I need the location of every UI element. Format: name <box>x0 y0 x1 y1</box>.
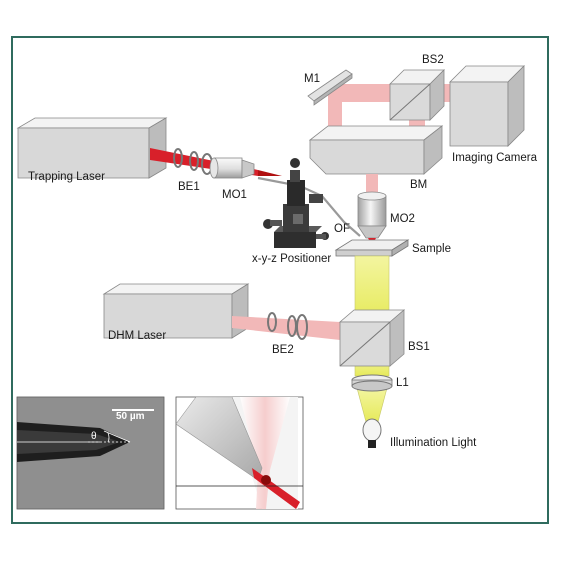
dhm-laser-box <box>102 283 250 339</box>
label-trapping-laser: Trapping Laser <box>28 171 105 183</box>
label-of: OF <box>334 223 350 235</box>
label-l1: L1 <box>396 377 409 389</box>
imaging-camera-box <box>449 65 525 147</box>
bs2-cube <box>389 69 445 121</box>
bm-mo2-beam <box>366 174 378 196</box>
label-be1: BE1 <box>178 181 200 193</box>
label-be2: BE2 <box>272 344 294 356</box>
illumination-bulb <box>362 418 382 448</box>
be2-lenses <box>267 312 308 340</box>
inset-schematic <box>175 396 304 510</box>
label-bm: BM <box>410 179 428 191</box>
label-bs2: BS2 <box>422 54 444 66</box>
mo2-objective <box>357 191 387 239</box>
label-xyz-positioner: x-y-z Positioner <box>252 253 332 265</box>
mo1-objective <box>209 157 255 179</box>
label-illumination-light: Illumination Light <box>390 437 477 449</box>
label-m1: M1 <box>304 73 320 85</box>
bs1-cube <box>338 309 406 367</box>
figure-frame <box>11 36 549 524</box>
xyz-positioner <box>263 158 329 248</box>
l1-lens <box>351 374 393 392</box>
label-imaging-camera: Imaging Camera <box>452 152 538 164</box>
m1-mirror <box>307 69 353 106</box>
label-mo2: MO2 <box>390 213 415 225</box>
bm-box <box>308 125 444 175</box>
scale-bar-label: 50 µm <box>116 411 145 422</box>
label-bs1: BS1 <box>408 341 430 353</box>
trapping-laser-box <box>16 117 168 179</box>
angle-theta-label: θ <box>91 431 97 442</box>
label-dhm-laser: DHM Laser <box>108 330 167 342</box>
dhm-beam <box>232 316 340 340</box>
inset-micrograph <box>16 396 165 510</box>
label-mo1: MO1 <box>222 189 247 201</box>
label-sample: Sample <box>412 243 451 255</box>
sample-stage <box>334 239 410 257</box>
